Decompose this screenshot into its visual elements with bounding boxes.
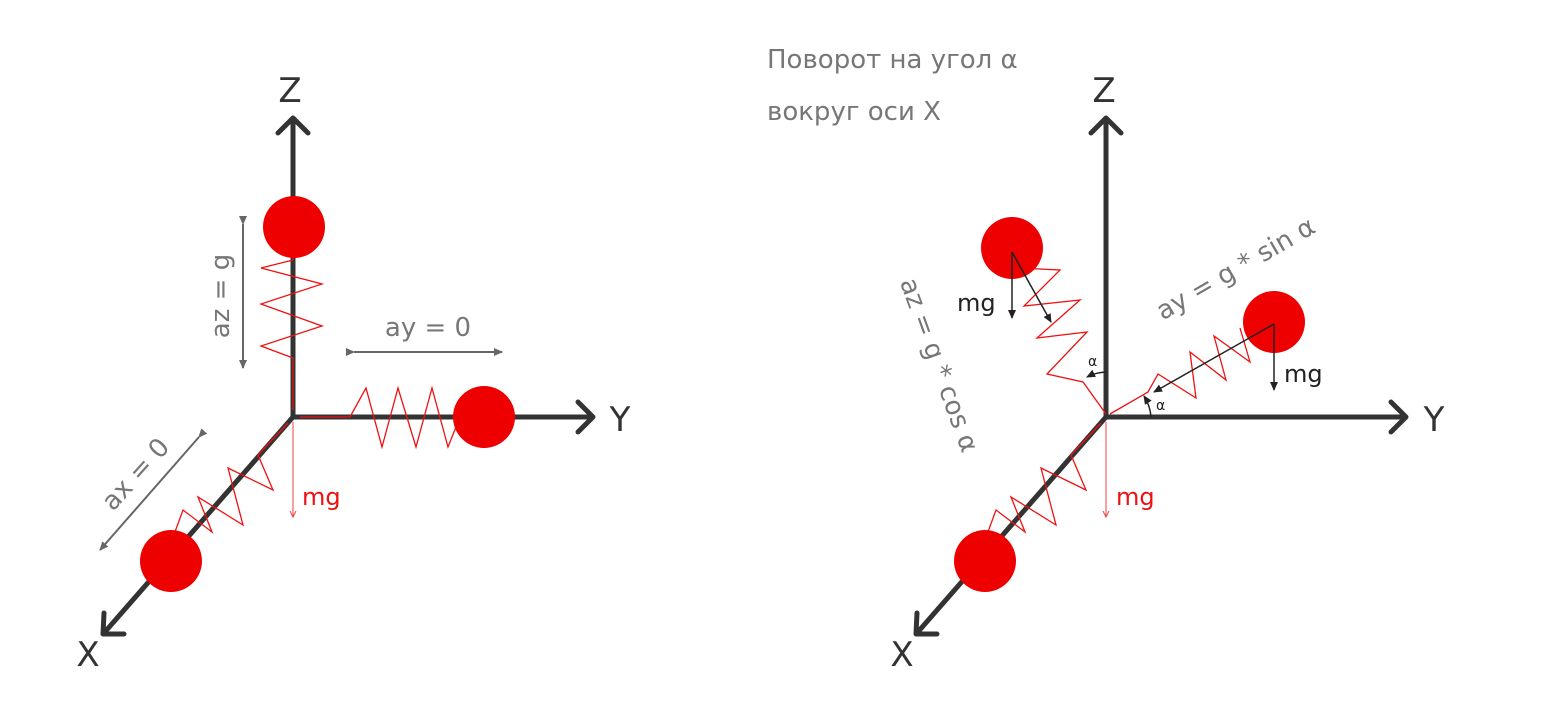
left-ay-label: ay = 0: [385, 313, 471, 343]
left-z-label: Z: [278, 71, 301, 111]
left-ax-label: ax = 0: [96, 433, 176, 517]
left-ax-arrow: [99, 428, 208, 551]
heading: Поворот на угол α вокруг оси X: [767, 45, 1018, 127]
right-ball-tilted-y: [1243, 291, 1305, 353]
right-mg-label-top: mg: [957, 289, 996, 317]
left-x-axis: [100, 414, 296, 637]
left-x-label: X: [76, 635, 99, 675]
right-spring-x: [984, 422, 1102, 541]
right-angle-arc-y: [1143, 395, 1152, 418]
right-mg-label: mg: [1116, 483, 1155, 511]
left-y-label: Y: [609, 400, 631, 440]
left-ball-z: [263, 196, 325, 258]
left-spring-z: [259, 250, 325, 410]
left-spring-y: [300, 385, 461, 450]
right-ay-component-arrow: [1153, 323, 1275, 393]
right-ball-x: [954, 530, 1016, 592]
left-ball-y: [453, 386, 515, 448]
right-z-axis: [1088, 115, 1124, 420]
left-az-label: az = g: [206, 254, 236, 338]
right-x-axis: [913, 414, 1109, 637]
left-mg-label: mg: [302, 483, 341, 511]
right-x-label: X: [890, 635, 913, 675]
right-mg-label-right: mg: [1284, 360, 1323, 388]
right-spring-y-tilted: [1109, 327, 1252, 415]
right-y-label: Y: [1423, 400, 1445, 440]
right-spring-z-tilted: [1017, 267, 1107, 415]
left-diagram: mg az = g ay = 0 ax = 0 Z Y X: [76, 71, 630, 675]
right-alpha-label-z: α: [1088, 354, 1097, 370]
right-diagram: α α mg mg mg az = g * cos α ay = g * sin…: [890, 71, 1444, 675]
right-y-axis: [1103, 399, 1409, 435]
right-az-component-arrow: [1011, 251, 1052, 323]
heading-line-2: вокруг оси X: [767, 97, 941, 127]
right-ball-tilted-z: [981, 217, 1043, 279]
right-angle-arc-z: [1086, 369, 1107, 378]
right-alpha-label-y: α: [1156, 398, 1165, 414]
heading-line-1: Поворот на угол α: [767, 45, 1018, 75]
left-ball-x: [140, 530, 202, 592]
right-z-label: Z: [1092, 71, 1115, 111]
